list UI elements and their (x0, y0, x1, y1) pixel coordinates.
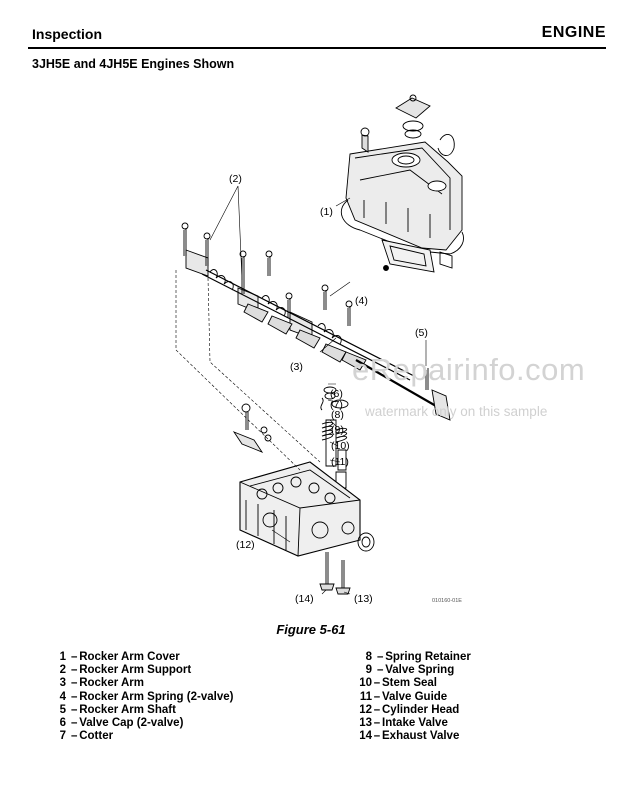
callout-2: (2) (229, 173, 242, 185)
callout-10: (10) (331, 440, 350, 452)
exploded-view-diagram: (1) (2) (3) (4) (5) (6) (7) (8) (9) (10)… (175, 94, 464, 605)
section-title: Inspection (32, 26, 103, 42)
legend-label: Exhaust Valve (382, 730, 460, 743)
legend-dash: – (373, 690, 381, 703)
callout-4: (4) (355, 295, 368, 307)
legend-label: Valve Spring (385, 664, 455, 677)
callout-7: (7) (330, 399, 343, 411)
legend-dash: – (71, 703, 78, 716)
legend-item: 12–Cylinder Head (352, 704, 471, 717)
legend-num: 14 (359, 730, 372, 743)
small-rocker-parts (232, 403, 272, 453)
legend-item: 6 –Valve Cap (2-valve) (56, 717, 233, 730)
legend-item: 3 –Rocker Arm (56, 677, 233, 690)
rocker-arm-shaft (355, 359, 451, 421)
legend-label: Valve Cap (2-valve) (79, 717, 184, 730)
legend-label: Cylinder Head (382, 703, 460, 716)
legend-label: Spring Retainer (385, 651, 471, 663)
callout-13: (13) (354, 593, 373, 605)
oil-filler-cap (395, 94, 455, 156)
legend-item: 9 –Valve Spring (352, 664, 471, 677)
callout-12: (12) (236, 539, 255, 551)
legend-dash: – (71, 664, 78, 677)
legend-dash: – (373, 677, 381, 690)
legend-num: 8 (365, 651, 372, 663)
legend-dash: – (71, 677, 78, 690)
legend-dash: – (377, 664, 384, 677)
legend-label: Rocker Arm (79, 677, 144, 690)
breather-plate (381, 239, 453, 273)
callout-8: (8) (331, 409, 344, 421)
legend-item: 13–Intake Valve (352, 717, 471, 730)
callout-labels: (1) (2) (3) (4) (5) (6) (7) (8) (9) (10)… (229, 173, 462, 605)
callout-9: (9) (331, 424, 344, 436)
legend-item: 10–Stem Seal (352, 677, 471, 690)
legend-dash: – (71, 717, 78, 730)
legend-item: 4 –Rocker Arm Spring (2-valve) (56, 690, 234, 704)
legend-item: 11–Valve Guide (352, 691, 471, 704)
legend-label: Cotter (79, 730, 114, 743)
legend-num: 12 (359, 703, 372, 716)
callout-11: (11) (331, 456, 349, 468)
valves (319, 552, 351, 595)
legend-num: 2 (59, 664, 66, 677)
legend-item: 8 –Spring Retainer (352, 651, 471, 664)
legend-num: 6 (59, 717, 66, 730)
figure-code: 010160-01E (432, 598, 462, 604)
legend-num: 3 (59, 677, 66, 690)
rocker-arm-assembly (181, 222, 415, 381)
legend-num: 5 (59, 703, 66, 716)
legend-label: Stem Seal (382, 677, 437, 690)
callout-14: (14) (295, 593, 314, 605)
callout-5: (5) (415, 327, 428, 339)
legend-dash: – (377, 651, 384, 663)
page-header: Inspection ENGINE (28, 24, 606, 46)
cylinder-head (239, 461, 375, 557)
legend-num: 7 (59, 730, 66, 743)
legend-dash: – (71, 690, 78, 703)
legend-num: 4 (59, 690, 66, 703)
callout-1: (1) (320, 206, 333, 218)
legend-item: 2 –Rocker Arm Support (56, 664, 233, 677)
legend-label: Rocker Arm Spring (2-valve) (79, 690, 234, 703)
header-rule (28, 47, 606, 49)
figure-caption: Figure 5-61 (276, 622, 346, 637)
legend-dash: – (71, 730, 78, 743)
rocker-arm-cover (340, 127, 464, 255)
legend-num: 11 (359, 690, 372, 703)
legend-dash: – (373, 717, 381, 730)
legend-label: Rocker Arm Cover (79, 651, 180, 663)
legend-label: Rocker Arm Support (79, 664, 192, 677)
legend-num: 9 (365, 664, 372, 677)
legend-item: 7 –Cotter (56, 730, 233, 743)
legend-item: 1 –Rocker Arm Cover (56, 651, 233, 664)
watermark-subtext: watermark only on this sample (365, 404, 548, 419)
valve-train-parts (320, 386, 349, 489)
legend-item: 14–Exhaust Valve (352, 730, 471, 743)
legend-dash: – (373, 703, 381, 716)
leader-lines (175, 185, 427, 595)
legend-label: Rocker Arm Shaft (79, 703, 176, 716)
legend-right: 8 –Spring Retainer 9 –Valve Spring 10–St… (352, 651, 471, 743)
legend-label: Intake Valve (382, 717, 448, 730)
chapter-title: ENGINE (541, 24, 606, 41)
legend-dash: – (373, 730, 381, 743)
callout-3: (3) (290, 361, 303, 373)
callout-6: (6) (330, 388, 343, 400)
legend-num: 10 (359, 677, 372, 690)
legend-label: Valve Guide (382, 690, 448, 703)
legend-item: 5 –Rocker Arm Shaft (56, 704, 233, 717)
legend-num: 1 (59, 651, 66, 663)
legend-num: 13 (359, 717, 372, 730)
figure-subtitle: 3JH5E and 4JH5E Engines Shown (32, 57, 235, 71)
legend-left: 1 –Rocker Arm Cover 2 –Rocker Arm Suppor… (56, 651, 234, 743)
watermark-text: eRepairinfo.com (352, 352, 586, 387)
legend-dash: – (71, 651, 78, 663)
